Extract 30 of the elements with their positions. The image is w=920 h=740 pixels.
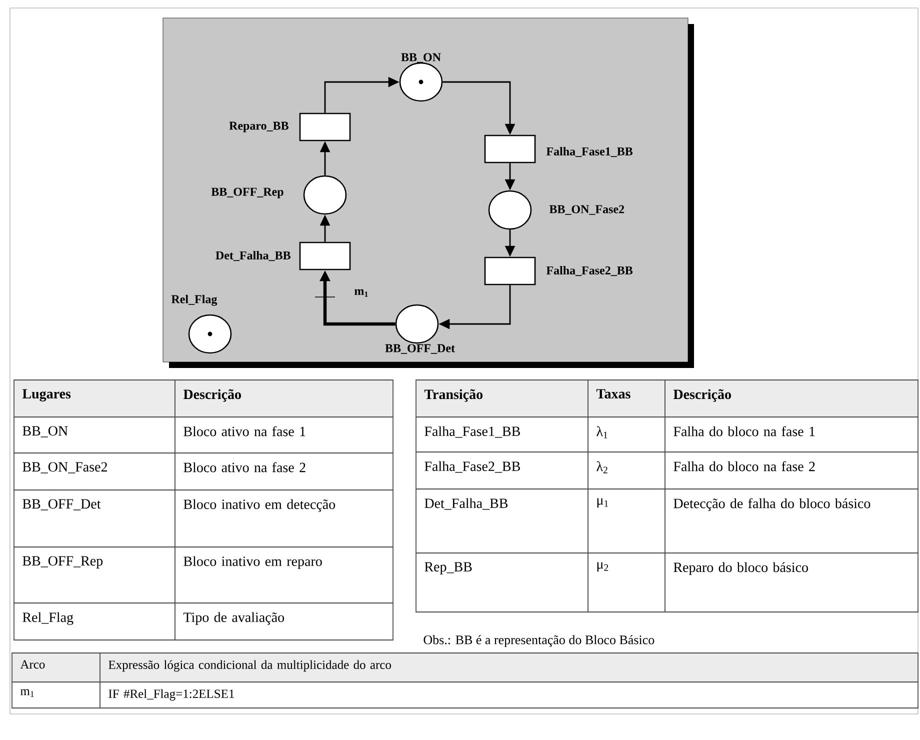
edge-label: m$_{1}$ xyxy=(354,289,368,297)
table-cell: μ$_{1}$ xyxy=(588,488,666,554)
table-cell: m$_{1}$ xyxy=(12,682,100,708)
table-cell: Bloco inativo em detecção xyxy=(174,490,394,548)
place-label: Falha_Fase1_BB xyxy=(546,147,633,157)
table-cell: λ$_{1}$ xyxy=(588,416,666,452)
table-cell: Rel_Flag xyxy=(14,602,176,640)
table-cell: BB_OFF_Rep xyxy=(14,546,176,604)
table-cell: Tipo de avaliação xyxy=(174,602,394,640)
table-cell: BB_OFF_Det xyxy=(14,490,176,548)
table-cell: Bloco ativo na fase 2 xyxy=(174,452,394,490)
table-cell: BB_ON_Fase2 xyxy=(14,452,176,490)
table-cell: BB_ON xyxy=(14,416,176,454)
place-label: BB_ON_Fase2 xyxy=(549,205,624,215)
table-header: Arco xyxy=(12,652,100,682)
table-header: Taxas xyxy=(588,380,666,418)
place-label: Falha_Fase2_BB xyxy=(546,266,633,276)
place-label: Rel_Flag xyxy=(171,294,218,306)
table-cell: Bloco ativo na fase 1 xyxy=(174,416,394,454)
place-label: BB_ON xyxy=(401,53,441,63)
table-cell: Bloco inativo em reparo xyxy=(174,546,394,604)
table-header: Descrição xyxy=(174,380,394,418)
note: Obs.: BB é a representação do Bloco Básico xyxy=(424,635,654,647)
place-label: BB_OFF_Rep xyxy=(211,188,284,198)
table-cell: λ$_{2}$ xyxy=(588,452,666,490)
place-label: Reparo_BB xyxy=(229,122,288,132)
table-cell: μ$_{2}$ xyxy=(588,552,666,612)
place-label: BB_OFF_Det xyxy=(385,344,455,354)
place-label: Det_Falha_BB xyxy=(216,251,290,261)
table-header: Lugares xyxy=(14,380,176,418)
